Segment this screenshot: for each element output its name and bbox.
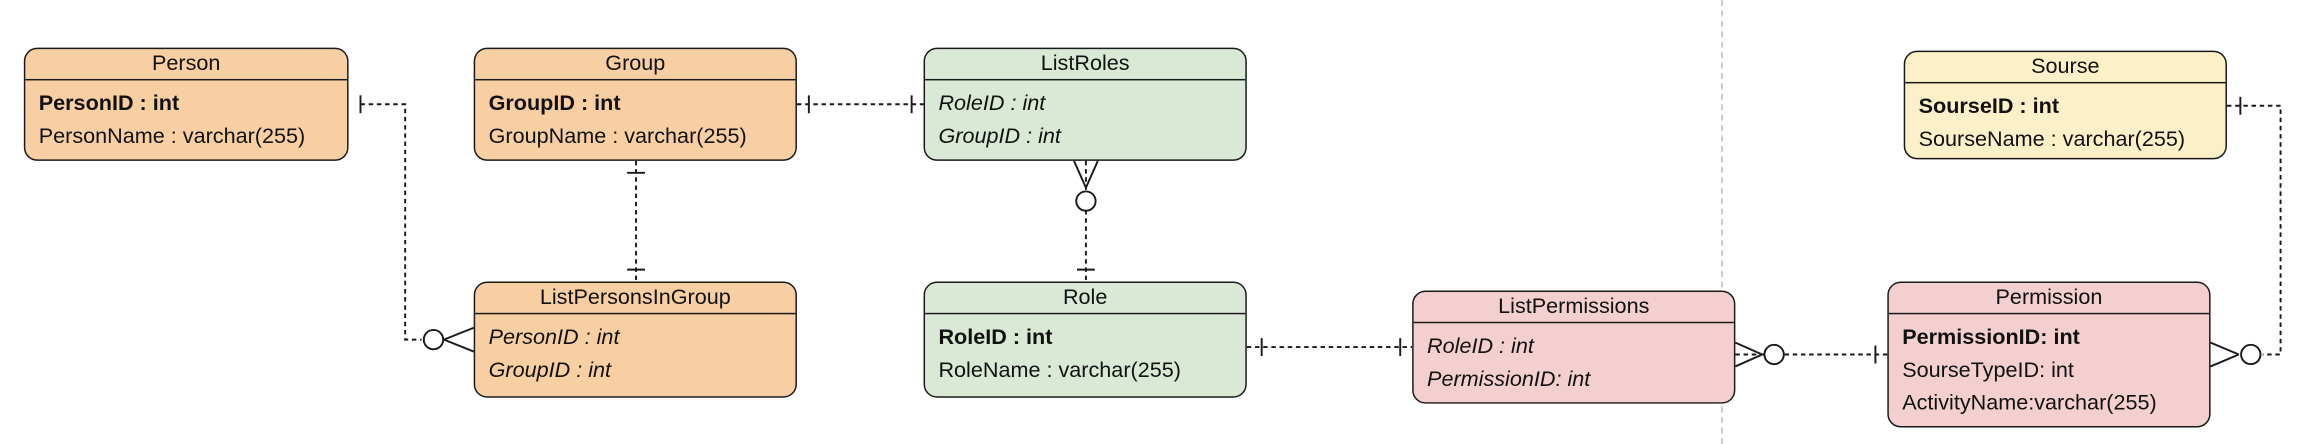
entity-title: ListRoles [925,49,1246,81]
primary-key-field: PermissionID: int [1902,326,2080,351]
primary-key-field: GroupID : int [488,92,621,117]
foreign-key-field: PermissionID: int [1427,367,1591,392]
connector-sourse-permission [2226,104,2282,356]
attribute-field: PersonName : varchar(255) [38,125,306,149]
connector-person-listpersonsingroup [360,103,422,341]
entity-title: ListPersonsInGroup [475,283,796,315]
crowfoot-mark [1734,353,1763,368]
primary-key-field: PersonID : int [38,92,180,117]
zero-mark [2240,343,2262,366]
entity-title: Role [925,283,1246,315]
entity-title: Group [475,49,796,81]
crowfoot-mark [2210,353,2240,368]
attribute-field: RoleName : varchar(255) [938,358,1181,383]
foreign-key-field: RoleID : int [1427,335,1534,359]
foreign-key-field: RoleID : int [938,92,1046,117]
crowfoot-mark [443,326,475,341]
attribute-field: SourseTypeID: int [1902,358,2074,383]
attribute-field: GroupName : varchar(255) [488,125,747,149]
zero-mark [1763,343,1785,366]
crowfoot-mark [1085,160,1099,189]
attribute-field: SourseName : varchar(255) [1918,128,2186,152]
foreign-key-field: GroupID : int [938,125,1061,149]
crowfoot-mark [443,338,475,353]
zero-mark [1075,190,1097,212]
entity-title: Sourse [1905,52,2226,84]
foreign-key-field: PersonID : int [488,326,620,351]
crowfoot-mark [1073,160,1087,189]
foreign-key-field: GroupID : int [488,358,612,383]
primary-key-field: SourseID : int [1918,95,2060,120]
entity-title: Permission [1888,283,2210,315]
entity-title: ListPermissions [1413,292,1734,324]
crowfoot-mark [1734,341,1763,356]
entity-title: Person [25,49,348,81]
attribute-field: ActivityName:varchar(255) [1902,391,2157,416]
crowfoot-mark [2210,341,2240,356]
primary-key-field: RoleID : int [938,326,1053,351]
zero-mark [422,328,445,351]
